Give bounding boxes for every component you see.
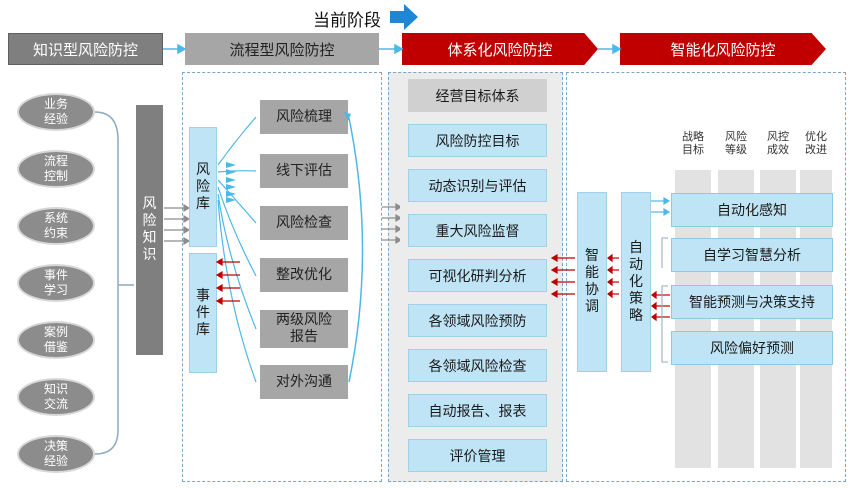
smart-item-auto-perception: 自动化感知 bbox=[671, 193, 833, 227]
auto-strategy: 自动化策略 bbox=[621, 192, 651, 372]
stage-system: 体系化风险防控 bbox=[402, 33, 598, 65]
knowledge-arrows bbox=[164, 203, 191, 246]
source-event-learning: 事件学习 bbox=[17, 264, 95, 302]
smart-coordination: 智能协调 bbox=[577, 192, 607, 372]
smart-item-prediction: 智能预测与决策支持 bbox=[671, 285, 833, 319]
column-strategy-goal: 战略 目标 bbox=[682, 130, 704, 156]
smart-panel bbox=[566, 72, 846, 482]
process-panel bbox=[182, 72, 382, 482]
stage-smart: 智能化风险防控 bbox=[620, 33, 826, 65]
step-risk-review: 风险梳理 bbox=[260, 100, 348, 134]
source-case-reference: 案例借鉴 bbox=[17, 321, 95, 359]
system-item-prevention: 各领域风险预防 bbox=[408, 304, 547, 337]
event-library: 事件库 bbox=[189, 253, 217, 373]
system-item-dynamic-identification: 动态识别与评估 bbox=[408, 169, 547, 202]
step-risk-inspection: 风险检查 bbox=[260, 206, 348, 240]
system-item-inspection: 各领域风险检查 bbox=[408, 349, 547, 382]
step-two-level-report: 两级风险 报告 bbox=[260, 310, 348, 348]
column-risk-level: 风险 等级 bbox=[725, 130, 747, 156]
stage-connectors bbox=[163, 43, 622, 55]
system-item-evaluation: 评价管理 bbox=[408, 439, 547, 472]
current-stage-label: 当前阶段 bbox=[313, 11, 381, 31]
smart-item-self-learning: 自学习智慧分析 bbox=[671, 238, 833, 272]
system-item-visual-analysis: 可视化研判分析 bbox=[408, 259, 547, 292]
step-offline-assessment: 线下评估 bbox=[260, 154, 348, 188]
stage-knowledge: 知识型风险防控 bbox=[8, 33, 163, 65]
step-rectification: 整改优化 bbox=[260, 258, 348, 292]
system-item-goals: 风险防控目标 bbox=[408, 124, 547, 157]
source-decision-experience: 决策经验 bbox=[17, 435, 95, 473]
current-stage-arrow-icon bbox=[390, 4, 418, 30]
step-external-communication: 对外沟通 bbox=[260, 365, 348, 399]
risk-knowledge-column: 风险知识 bbox=[136, 105, 163, 355]
system-header: 经营目标体系 bbox=[408, 79, 547, 112]
stage-process: 流程型风险防控 bbox=[185, 33, 379, 65]
process-arrows bbox=[215, 112, 400, 383]
source-process-control: 流程控制 bbox=[17, 150, 95, 188]
source-knowledge-exchange: 知识交流 bbox=[17, 378, 95, 416]
risk-library: 风险库 bbox=[189, 127, 217, 247]
system-item-auto-report: 自动报告、报表 bbox=[408, 394, 547, 427]
column-optimize-improve: 优化 改进 bbox=[805, 130, 827, 156]
column-control-effect: 风控 成效 bbox=[767, 130, 789, 156]
source-business-experience: 业务经验 bbox=[17, 93, 95, 131]
brace-connector bbox=[94, 111, 134, 455]
smart-item-preference: 风险偏好预测 bbox=[671, 331, 833, 365]
source-system-constraint: 系统约束 bbox=[17, 207, 95, 245]
system-item-major-supervision: 重大风险监督 bbox=[408, 214, 547, 247]
